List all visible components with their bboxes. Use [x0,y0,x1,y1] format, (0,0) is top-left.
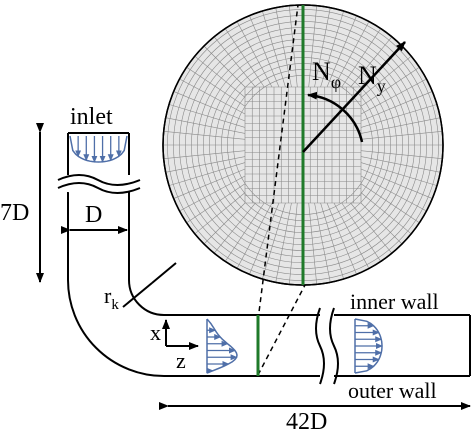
x-axis-label: x [150,320,161,345]
break-mark-vertical [57,174,141,194]
bend-radius-line [122,282,153,308]
projection-line-right [257,284,306,376]
pipe-walls [67,132,471,377]
break-mark-horizontal [315,307,339,385]
n-y-label: Ny [358,61,386,96]
ny-arrow [302,41,406,153]
bend-radius-label: rk [104,283,119,313]
bend-radius-line-ext [151,262,177,284]
length-7d-label: 7D [0,200,29,226]
length-42d-label: 42D [286,409,327,430]
outlet-velocity-profile [354,318,383,374]
inlet-label: inlet [70,104,113,130]
nphi-arrow [307,91,364,143]
n-phi-label: Nφ [312,57,341,92]
diameter-label: D [85,202,102,228]
z-axis-label: z [176,348,186,373]
inner-wall-label: inner wall [350,289,439,314]
inlet-velocity-profile [69,135,128,163]
outer-wall-label: outer wall [348,378,437,403]
mid-velocity-profile [206,318,238,374]
projection-line-left [257,4,299,321]
